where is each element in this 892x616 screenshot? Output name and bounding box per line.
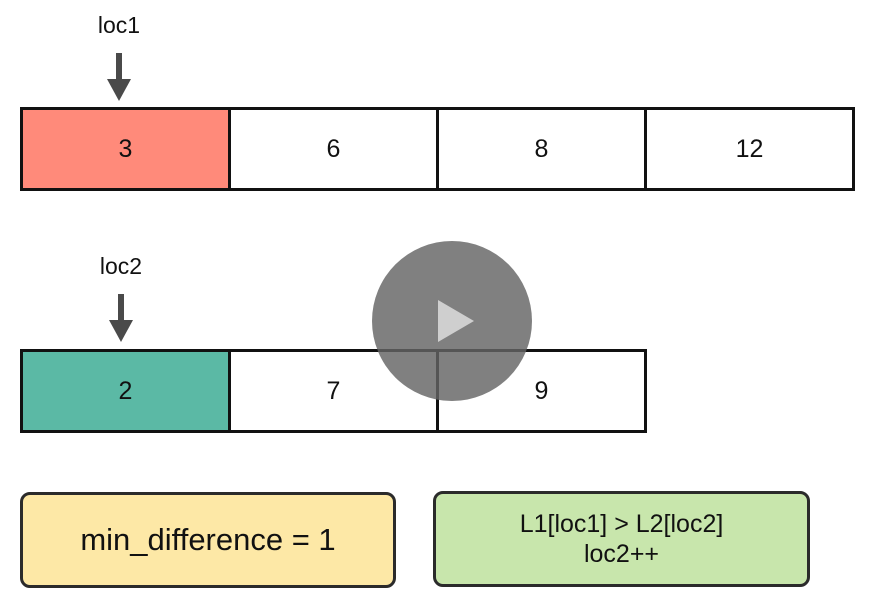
rule-box: L1[loc1] > L2[loc2] loc2++ <box>433 491 810 587</box>
list1-cell: 12 <box>644 107 855 191</box>
list2-cell: 2 <box>20 349 231 433</box>
rule-line-1: L1[loc1] > L2[loc2] <box>519 510 724 538</box>
min-difference-text: min_difference = 1 <box>80 522 336 557</box>
list2-array: 2 7 9 <box>20 349 647 433</box>
list1-cell: 6 <box>228 107 439 191</box>
loc1-label: loc1 <box>97 12 141 38</box>
list1-cell: 3 <box>20 107 231 191</box>
play-button[interactable] <box>372 241 532 401</box>
loc2-label: loc2 <box>99 253 143 279</box>
list1-cell: 8 <box>436 107 647 191</box>
play-icon <box>438 300 474 342</box>
rule-line-2: loc2++ <box>583 540 660 568</box>
list1-array: 3 6 8 12 <box>20 107 855 191</box>
min-difference-box: min_difference = 1 <box>20 492 396 588</box>
